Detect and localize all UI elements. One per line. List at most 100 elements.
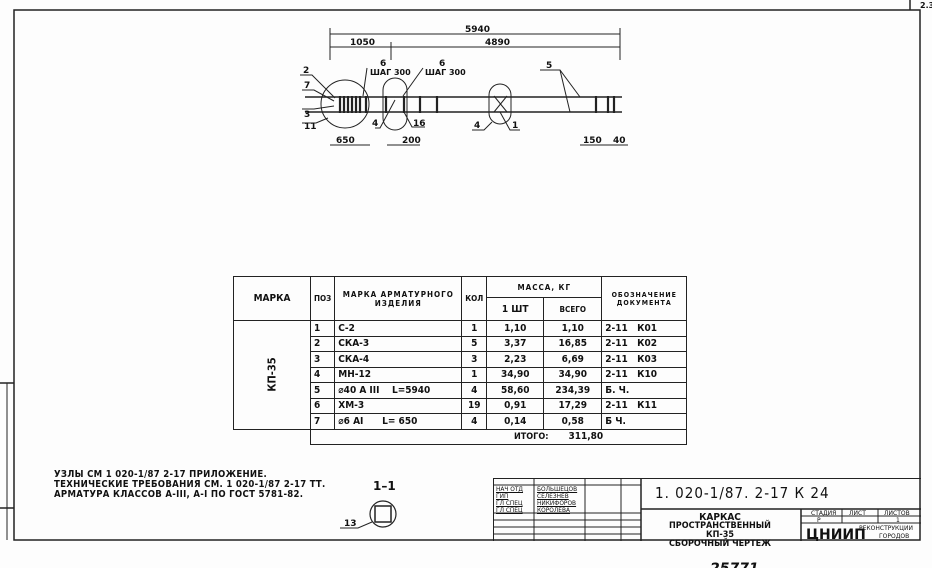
- item-cell: ХМ-3: [334, 397, 463, 414]
- title-block: СТАДИЯ ЛИСТ ЛИСТОВ Р 1 ЦНИИП РЕКОНСТРУКЦ…: [493, 478, 921, 541]
- mass-one-cell: 0,91: [486, 397, 545, 414]
- dim-150: 150: [583, 136, 602, 146]
- qty-cell: 4: [461, 382, 488, 399]
- item-cell: МН-12: [334, 366, 463, 383]
- dim-40: 40: [613, 136, 626, 146]
- step-label: ШАГ 300: [425, 68, 466, 77]
- signature-role: ГИП: [496, 492, 509, 500]
- callout: 4: [474, 121, 480, 131]
- pos-cell: 4: [309, 366, 336, 383]
- signature-name: БОЛЬШЕЦОВ: [537, 485, 578, 493]
- general-notes: УЗЛЫ СМ 1 020-1/87 2-17 ПРИЛОЖЕНИЕ. ТЕХН…: [54, 470, 326, 500]
- qty-cell: 19: [461, 397, 488, 414]
- section-label: 1–1: [373, 479, 396, 493]
- header-mass: МАССА, КГ: [486, 276, 603, 298]
- signature-name: КОРОЛЕВА: [537, 506, 570, 514]
- doc-cell: 2-11 К02: [601, 335, 688, 352]
- item-cell: С-2: [334, 320, 463, 337]
- signature-name: СЕЛЕЗНЕВ: [537, 492, 569, 500]
- qty-cell: 3: [461, 351, 488, 368]
- section-callout: 13: [344, 519, 357, 529]
- org-text: ГОРОДОВ: [879, 533, 909, 540]
- mass-total-cell: 16,85: [543, 335, 603, 352]
- total-label: ИТОГО:: [514, 432, 549, 443]
- mass-one-cell: 34,90: [486, 366, 545, 383]
- callout: 11: [304, 122, 317, 132]
- note: УЗЛЫ СМ 1 020-1/87 2-17 ПРИЛОЖЕНИЕ.: [54, 469, 268, 480]
- title-line: КП-35: [705, 530, 735, 540]
- qty-cell: 4: [461, 413, 488, 430]
- item-cell: СКА-4: [334, 351, 463, 368]
- dim-total: 5940: [465, 25, 490, 35]
- step-label: ШАГ 300: [370, 68, 411, 77]
- doc-cell: 2-11 К01: [601, 320, 688, 337]
- title-line: ПРОСТРАНСТВЕННЫЙ: [669, 521, 771, 531]
- blank-cell: [233, 428, 311, 445]
- signature-role: ГЛ СПЕЦ: [496, 506, 523, 514]
- org-logo: ЦНИИП: [806, 527, 866, 541]
- callout: 1: [512, 121, 518, 131]
- callout: 5: [546, 61, 552, 71]
- dim-200: 200: [402, 136, 421, 146]
- qty-cell: 1: [461, 366, 488, 383]
- header-mark: МАРКА: [233, 276, 311, 321]
- pos-cell: 1: [309, 320, 336, 337]
- mass-total-cell: 0,58: [543, 413, 603, 430]
- pos-cell: 6: [309, 397, 336, 414]
- header-doc: ОБОЗНАЧЕНИЕ ДОКУМЕНТА: [601, 276, 688, 321]
- sheets-value: 1: [896, 517, 900, 524]
- qty-cell: 1: [461, 320, 488, 337]
- mass-one-cell: 58,60: [486, 382, 545, 399]
- mass-total-cell: 34,90: [543, 366, 603, 383]
- pos-cell: 3: [309, 351, 336, 368]
- document-code: 1. 020-1/87. 2-17 К 24: [655, 484, 830, 502]
- callout: 6: [439, 59, 445, 69]
- org-text: РЕКОНСТРУКЦИИ: [859, 525, 913, 532]
- mass-one-cell: 3,37: [486, 335, 545, 352]
- pos-cell: 5: [309, 382, 336, 399]
- title-line: КАРКАС: [699, 512, 741, 523]
- doc-cell: Б. Ч.: [601, 382, 688, 399]
- callout: 4: [372, 119, 378, 129]
- doc-cell: 2-11 К11: [601, 397, 688, 414]
- total-value: 311,80: [568, 431, 604, 443]
- sheets-label: ЛИСТОВ: [884, 510, 910, 517]
- note: ТЕХНИЧЕСКИЕ ТРЕБОВАНИЯ СМ. 1 020-1/87 2-…: [54, 479, 326, 490]
- header-pos: ПОЗ: [309, 276, 336, 321]
- item-cell: ⌀6 АI L= 650: [334, 413, 463, 430]
- signature-role: ГЛ СПЕЦ: [496, 499, 523, 507]
- mass-one-cell: 2,23: [486, 351, 545, 368]
- callout: 7: [304, 81, 310, 91]
- header-qty: КОЛ: [461, 276, 488, 321]
- callout: 3: [304, 110, 310, 120]
- callout: 2: [303, 66, 309, 76]
- drawing-title: КАРКАС ПРОСТРАНСТВЕННЫЙ КП-35 СБОРОЧНЫЙ …: [640, 513, 800, 549]
- qty-cell: 5: [461, 335, 488, 352]
- mass-one-cell: 0,14: [486, 413, 545, 430]
- mark-cell: КП-35: [233, 320, 311, 430]
- sheet-label: ЛИСТ: [849, 510, 866, 517]
- dim-left: 1050: [350, 38, 375, 48]
- bottom-number: 25771: [710, 561, 759, 568]
- doc-cell: Б Ч.: [601, 413, 688, 430]
- header-mass-total: ВСЕГО: [543, 297, 603, 321]
- dim-650: 650: [336, 136, 355, 146]
- pos-cell: 2: [309, 335, 336, 352]
- sheet-frame: [13, 9, 921, 541]
- total-row: ИТОГО: 311,80: [233, 428, 688, 445]
- note: АРМАТУРА КЛАССОВ А-III, А-I ПО ГОСТ 5781…: [54, 489, 304, 500]
- sheet-corner: 2.3: [920, 1, 932, 10]
- mass-total-cell: 234,39: [543, 382, 603, 399]
- callout: 6: [380, 59, 386, 69]
- header-item: МАРКА АРМАТУРНОГО ИЗДЕЛИЯ: [334, 276, 463, 321]
- mass-total-cell: 6,69: [543, 351, 603, 368]
- mass-one-cell: 1,10: [486, 320, 545, 337]
- signature-role: НАЧ ОТД: [496, 485, 524, 493]
- mass-total-cell: 17,29: [543, 397, 603, 414]
- specification-table: МАРКА ПОЗ МАРКА АРМАТУРНОГО ИЗДЕЛИЯ КОЛ …: [233, 276, 688, 445]
